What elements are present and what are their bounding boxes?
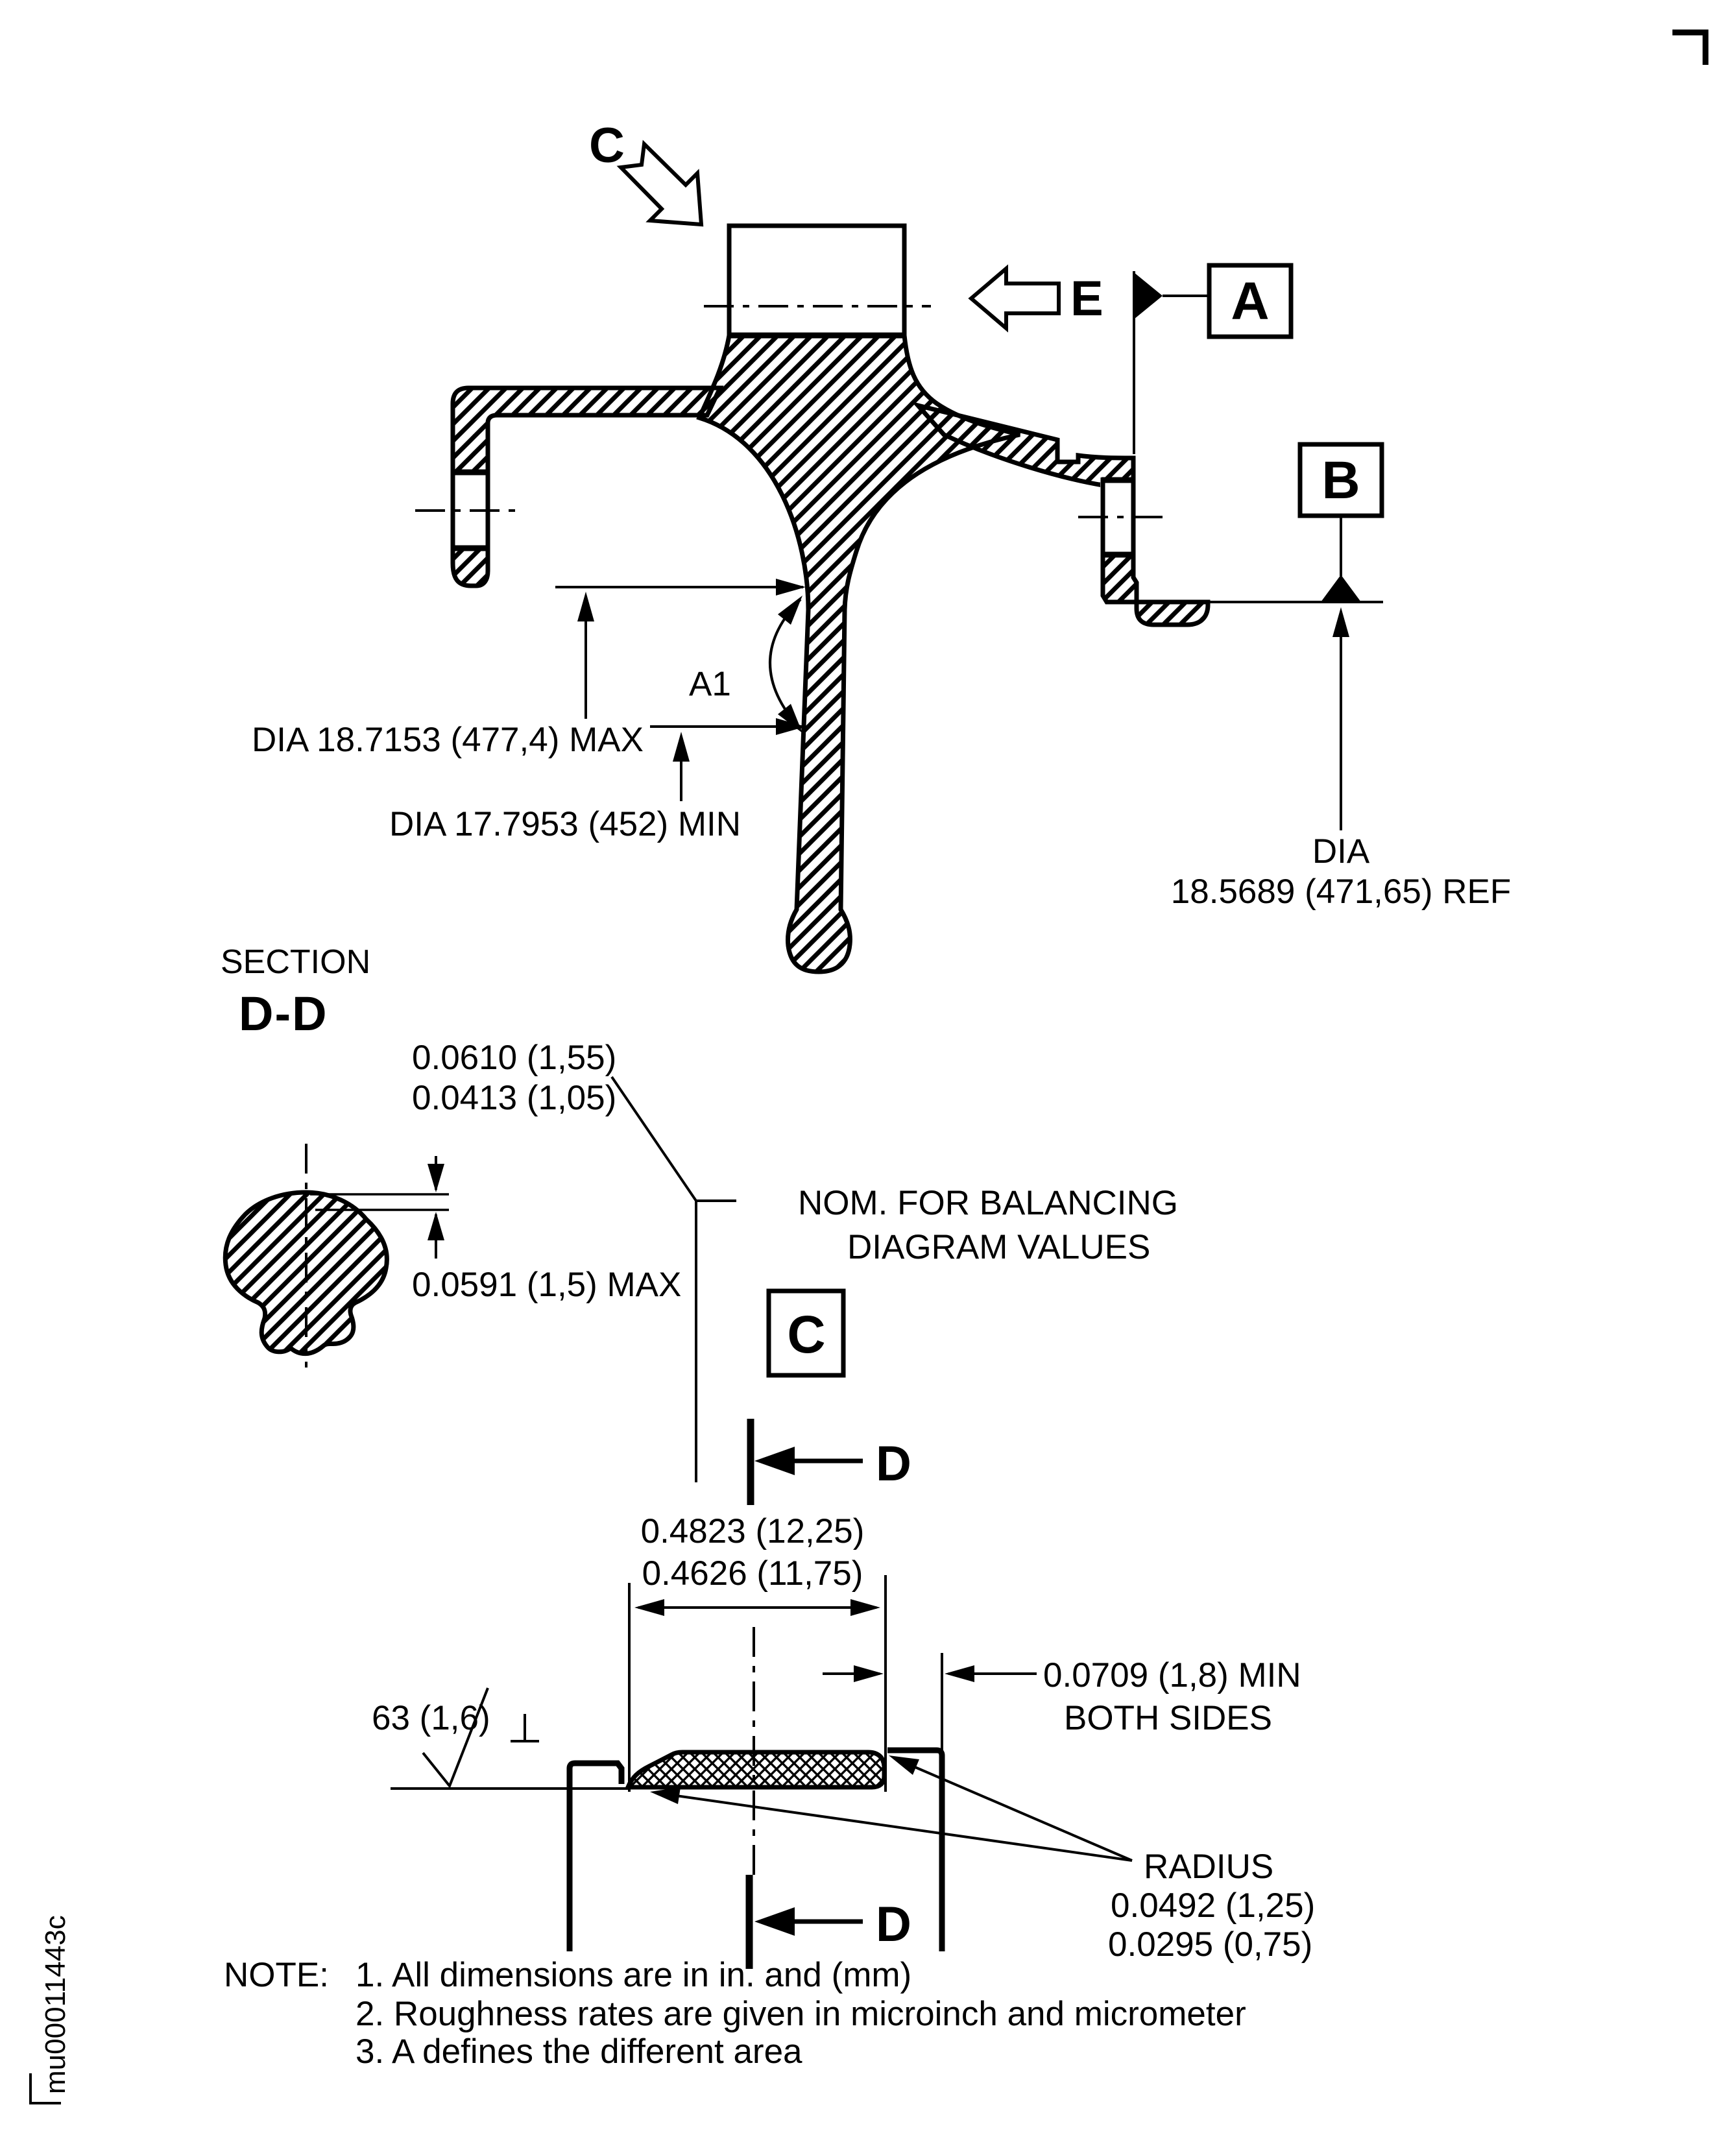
perpendicularity-icon bbox=[511, 1714, 539, 1742]
body-right-profile bbox=[887, 1747, 945, 1951]
dia-ref-text-line2: 18.5689 (471,65) REF bbox=[1171, 873, 1511, 911]
tip-height-dimension bbox=[428, 1156, 444, 1259]
radius-upper-text: 0.0492 (1,25) bbox=[1111, 1886, 1315, 1925]
section-cut-d-upper bbox=[747, 1419, 863, 1505]
section-dd-title-line2: D-D bbox=[239, 987, 328, 1041]
balancing-note-line1: NOM. FOR BALANCING bbox=[798, 1184, 1178, 1222]
view-label-e: E bbox=[1070, 271, 1103, 326]
section-cut-d-upper-label: D bbox=[876, 1436, 911, 1491]
section-dd-title-line1: SECTION bbox=[221, 943, 370, 981]
area-a1-label: A1 bbox=[689, 665, 731, 703]
section-dd-view bbox=[223, 1076, 736, 1482]
datum-a-label: A bbox=[1231, 272, 1269, 331]
right-arm-section bbox=[911, 401, 1211, 627]
main-cross-section bbox=[415, 223, 1211, 974]
corner-mark-bottom-left bbox=[29, 2073, 61, 2104]
detail-view bbox=[391, 1419, 1133, 1969]
document-id: mu00011443c bbox=[40, 1915, 71, 2094]
section-cut-d-lower bbox=[745, 1875, 863, 1969]
edge-min-text-line1: 0.0709 (1,8) MIN bbox=[1043, 1656, 1301, 1694]
dia-min-text: DIA 17.7953 (452) MIN bbox=[389, 805, 741, 843]
datum-b-label: B bbox=[1321, 451, 1360, 510]
edge-min-dimension bbox=[823, 1653, 1037, 1941]
zone-c-label: C bbox=[787, 1305, 825, 1364]
balancing-note-line2: DIAGRAM VALUES bbox=[847, 1228, 1150, 1266]
corner-mark-top-right bbox=[1672, 29, 1709, 65]
pad-width-dimension bbox=[628, 1575, 887, 1792]
left-arm-section bbox=[450, 385, 724, 588]
pad-width-lower-text: 0.4626 (11,75) bbox=[642, 1554, 863, 1593]
roughness-text: 63 (1,6) bbox=[372, 1699, 490, 1737]
radius-leaders bbox=[650, 1755, 1133, 1862]
tip-dim-lower-text: 0.0413 (1,05) bbox=[412, 1079, 616, 1117]
hub-top-unsectioned bbox=[727, 223, 907, 338]
section-cut-d-lower-label: D bbox=[876, 1897, 911, 1952]
balancing-note-leader bbox=[610, 1076, 736, 1202]
datum-a-flag-icon bbox=[1134, 272, 1163, 319]
view-arrow-c-glyph bbox=[616, 139, 704, 227]
datum-b-callout bbox=[1208, 442, 1384, 603]
datum-a-callout bbox=[1133, 263, 1294, 454]
pad-width-upper-text: 0.4823 (12,25) bbox=[641, 1512, 865, 1550]
radius-lower-text: 0.0295 (0,75) bbox=[1108, 1925, 1312, 1964]
view-arrow-e bbox=[968, 264, 1061, 333]
note-item-3: 3. A defines the different area bbox=[356, 2032, 802, 2071]
dia-min-dimension bbox=[650, 718, 806, 801]
notes-label: NOTE: bbox=[224, 1956, 329, 1994]
dia-ref-dimension bbox=[1332, 607, 1349, 830]
view-arrow-e-glyph bbox=[968, 264, 1061, 333]
note-item-2: 2. Roughness rates are given in microinc… bbox=[356, 1995, 1246, 2033]
body-left-profile bbox=[566, 1760, 625, 1951]
edge-min-text-line2: BOTH SIDES bbox=[1064, 1699, 1272, 1737]
dia-ref-text-line1: DIA bbox=[1312, 832, 1370, 871]
tip-dim-max-text: 0.0591 (1,5) MAX bbox=[412, 1266, 681, 1304]
note-item-1: 1. All dimensions are in in. and (mm) bbox=[356, 1956, 911, 1994]
zone-c-box bbox=[766, 1288, 846, 1378]
datum-a-box bbox=[1207, 263, 1294, 339]
view-label-c: C bbox=[589, 118, 625, 173]
view-arrow-c bbox=[616, 139, 704, 227]
dia-max-text: DIA 18.7153 (477,4) MAX bbox=[252, 721, 644, 759]
dia-max-dimension bbox=[555, 579, 806, 719]
balancing-pad-section bbox=[624, 1750, 887, 1790]
area-a1-leader bbox=[769, 596, 802, 733]
radius-title-text: RADIUS bbox=[1144, 1848, 1273, 1886]
surface-finish-icon bbox=[422, 1687, 539, 1789]
tip-dim-upper-text: 0.0610 (1,55) bbox=[412, 1039, 616, 1077]
datum-b-triangle-icon bbox=[1321, 575, 1361, 602]
